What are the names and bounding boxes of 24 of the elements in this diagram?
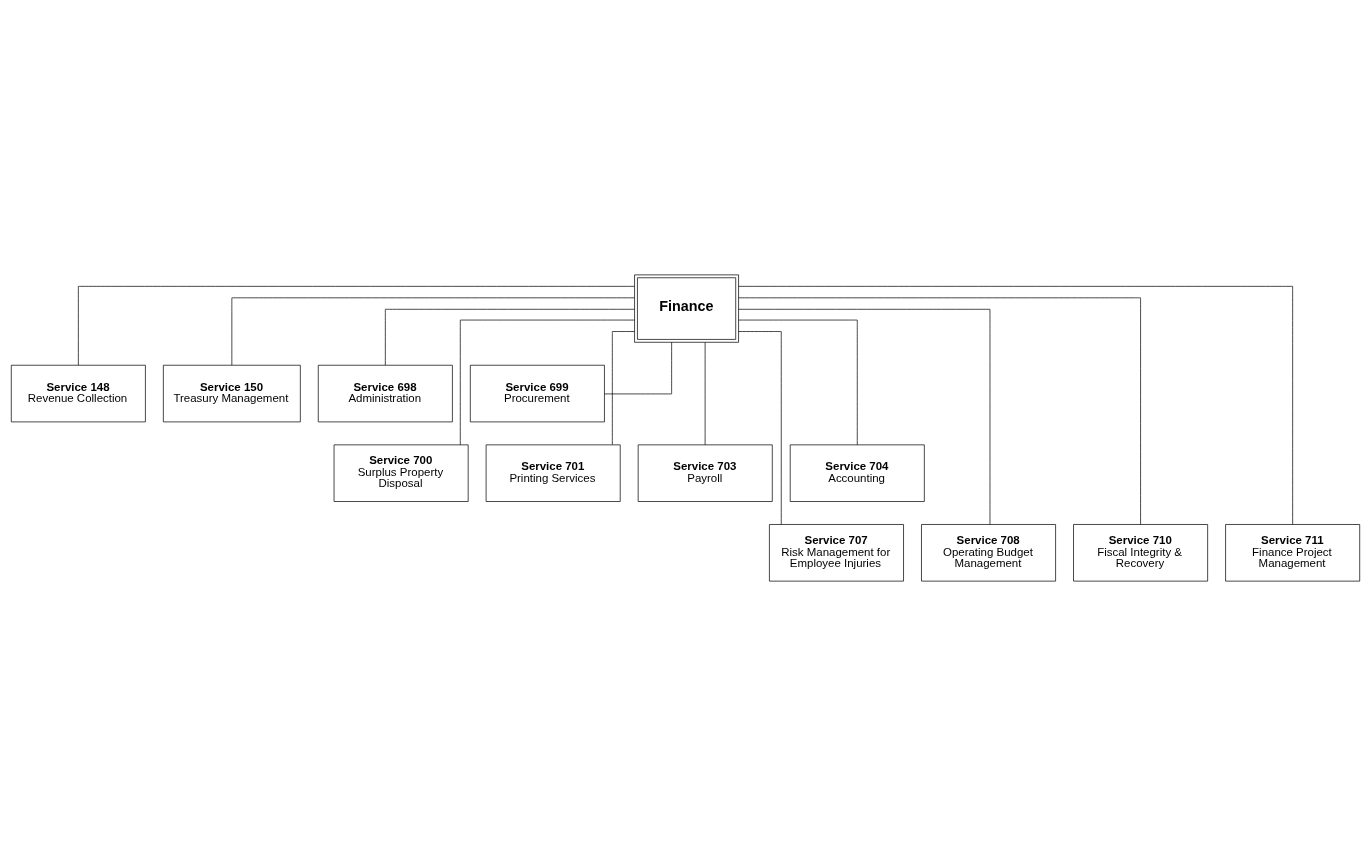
connector bbox=[738, 285, 1293, 525]
node-box: Service 701 Printing Services bbox=[485, 444, 621, 502]
node-box: Service 700 Surplus Property Disposal bbox=[333, 444, 469, 502]
node-box: Service 710 Fiscal Integrity & Recovery bbox=[1073, 523, 1208, 581]
node-box: Service 711 Finance Project Management bbox=[1225, 523, 1361, 581]
connector bbox=[459, 319, 635, 445]
node-box: Service 150 Treasury Management bbox=[163, 364, 301, 422]
node-box: Service 699 Procurement bbox=[469, 364, 605, 422]
connector bbox=[612, 330, 635, 445]
node-box: Service 704 Accounting bbox=[789, 444, 925, 502]
connector bbox=[604, 341, 672, 394]
connector bbox=[231, 296, 635, 365]
node-box: Service 698 Administration bbox=[317, 364, 453, 422]
connector bbox=[738, 296, 1141, 525]
node-box: Service 707 Risk Management for Employee Injuries bbox=[769, 523, 904, 581]
connector bbox=[738, 319, 858, 445]
node-box: Service 708 Operating Budget Management bbox=[921, 523, 1056, 581]
connector bbox=[738, 330, 782, 525]
connector bbox=[704, 341, 706, 445]
connector bbox=[738, 308, 991, 525]
node-box: Service 148 Revenue Collection bbox=[10, 364, 146, 422]
node-box: Service 703 Payroll bbox=[637, 444, 773, 502]
connector bbox=[78, 285, 635, 365]
connector bbox=[384, 308, 635, 365]
